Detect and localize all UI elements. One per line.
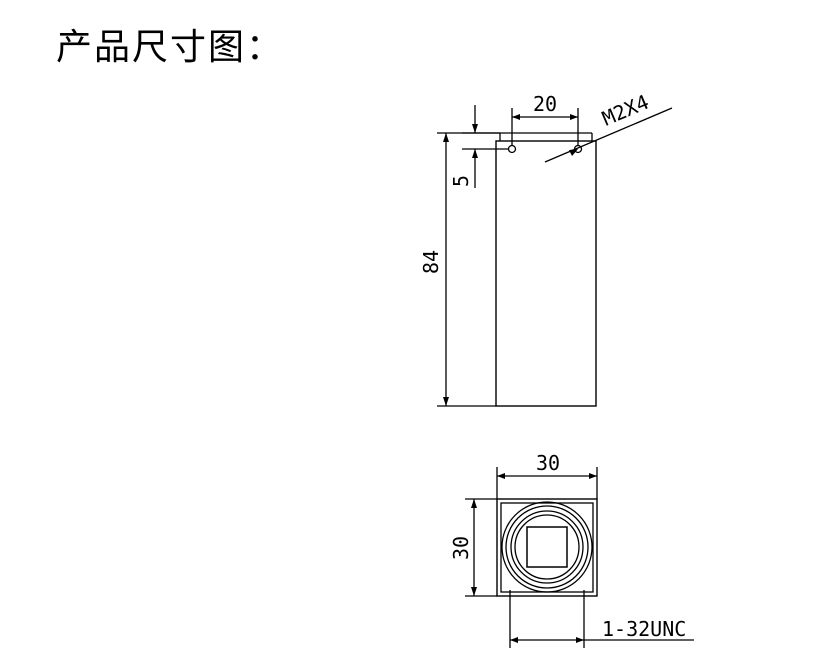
dim-label-width-20: 20 bbox=[533, 92, 557, 116]
lens-mount-ring-3 bbox=[510, 510, 584, 584]
thread-callout-label: 1-32UNC bbox=[602, 617, 686, 641]
front-view: 30 30 1-32UNC bbox=[449, 451, 694, 648]
dim-label-height-84: 84 bbox=[419, 250, 443, 274]
dim-line-width-20 bbox=[511, 108, 579, 145]
side-view-body bbox=[495, 140, 597, 407]
sensor-square bbox=[526, 526, 568, 568]
side-view: 20 M2X4 5 84 bbox=[419, 90, 673, 407]
page-title: 产品尺寸图： bbox=[56, 27, 285, 68]
lens-mount-inner-ring bbox=[514, 514, 580, 580]
screw-leader-line bbox=[544, 107, 673, 163]
dim-line-height-30 bbox=[465, 498, 497, 597]
dim-label-height-30: 30 bbox=[449, 536, 473, 560]
lens-mount-outer-ring bbox=[501, 501, 593, 593]
dim-line-height-84 bbox=[437, 132, 500, 407]
lens-mount-ring-2 bbox=[505, 505, 589, 589]
screw-callout-label: M2X4 bbox=[599, 90, 653, 131]
dim-label-offset-5: 5 bbox=[449, 175, 473, 187]
dim-label-width-30: 30 bbox=[536, 451, 560, 475]
screw-hole-left bbox=[507, 144, 517, 154]
front-view-body bbox=[496, 498, 598, 597]
thread-callout-dim-line bbox=[509, 590, 694, 648]
dim-line-width-30 bbox=[496, 467, 598, 499]
